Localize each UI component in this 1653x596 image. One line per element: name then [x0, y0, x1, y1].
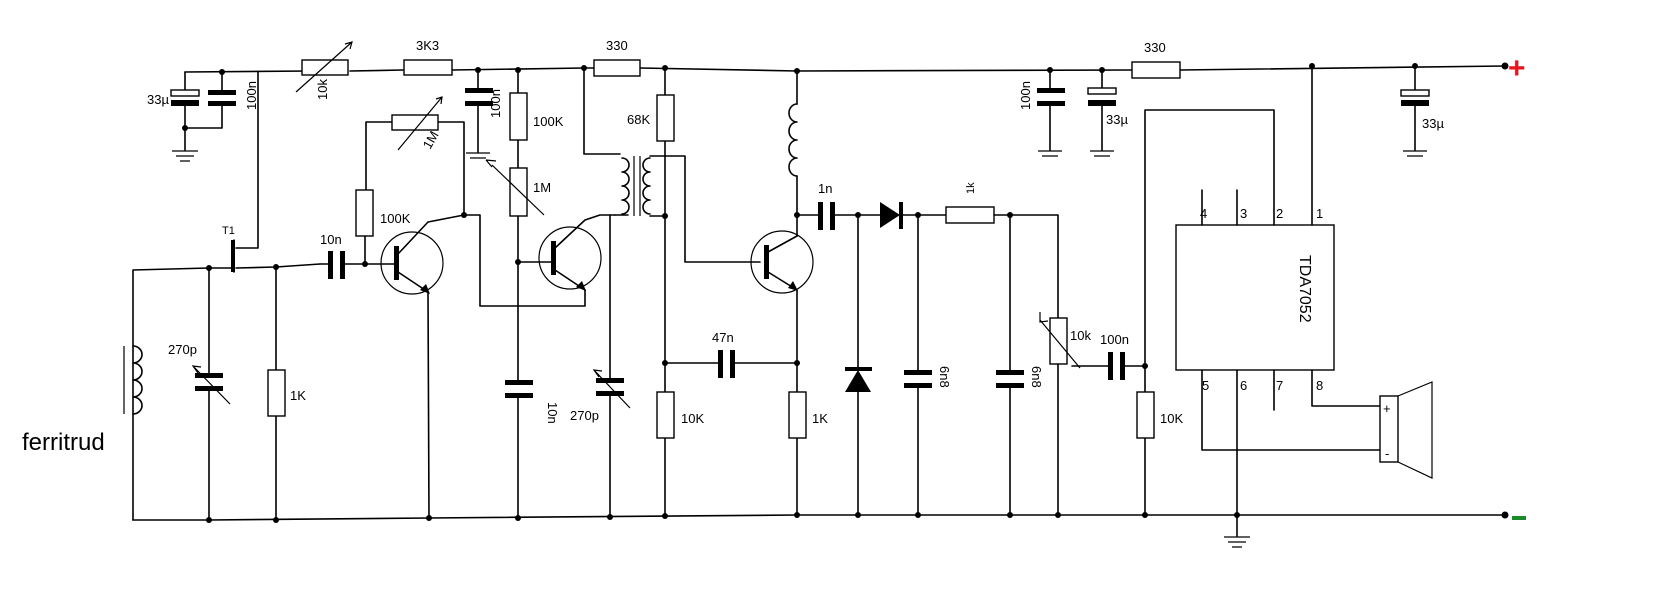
antenna-label: ferritrud	[22, 429, 105, 456]
capacitor-10n-b	[505, 261, 533, 521]
c-33u-b-label: 33µ	[1106, 112, 1128, 127]
decoupling-left	[170, 69, 236, 162]
negative-terminal-mark	[1512, 516, 1526, 520]
r-1k-top-label: 1k	[965, 182, 977, 194]
trimmer-270p-a	[191, 265, 231, 523]
r-100k-a-label: 100K	[533, 114, 564, 129]
positive-terminal-label: +	[1508, 52, 1526, 85]
ic-pin-4: 4	[1200, 206, 1207, 221]
resistor-68k	[656, 65, 675, 517]
ic-name-label: TDA7052	[1296, 255, 1313, 323]
capacitor-100n-d	[1107, 352, 1148, 380]
c-10n-a-label: 10n	[320, 232, 342, 247]
speaker-minus-label: -	[1385, 446, 1389, 461]
ic-pin-6: 6	[1240, 378, 1247, 393]
r-1k-b-label: 1K	[812, 411, 828, 426]
r-1k-a-label: 1K	[290, 388, 306, 403]
r-330-a-label: 330	[606, 38, 628, 53]
r-330-b-label: 330	[1144, 40, 1166, 55]
ic-pin-8: 8	[1316, 378, 1323, 393]
c-33u-a-label: 33µ	[147, 92, 169, 107]
r-100k-b-label: 100K	[380, 211, 411, 226]
decoupling-right-b	[1309, 63, 1430, 157]
capacitor-6n8-a	[904, 212, 932, 518]
r-10k-pot-top-label: 10k	[315, 79, 330, 100]
capacitor-100n-b	[465, 67, 493, 159]
t1-label: T1	[222, 225, 235, 237]
capacitor-6n8-b	[996, 212, 1024, 518]
resistor-3k3	[403, 59, 453, 76]
c-6n8-a-label: 6n8	[937, 366, 952, 388]
ferrite-antenna-coil	[123, 267, 210, 521]
diode-series	[880, 202, 947, 229]
c-47n-label: 47n	[712, 330, 734, 345]
bottom-rail	[132, 514, 1506, 521]
transistor-q3	[750, 230, 814, 516]
resistor-1k-top	[945, 206, 1059, 319]
ic-pin-1: 1	[1316, 206, 1323, 221]
r-3k3-label: 3K3	[416, 38, 439, 53]
speaker-icon	[1379, 381, 1433, 479]
ic-pin-2: 2	[1276, 206, 1283, 221]
pot-1m-a	[365, 96, 465, 216]
r-10k-b-label: 10K	[1160, 411, 1183, 426]
c-100n-a-label: 100n	[244, 81, 259, 110]
resistor-10k-a	[656, 391, 675, 519]
resistor-100k-b	[355, 189, 374, 265]
resistor-330-b	[1131, 61, 1181, 79]
capacitor-47n	[662, 350, 800, 378]
transistor-t1	[208, 239, 321, 273]
resistor-1k-b	[788, 391, 807, 518]
r-68k-label: 68K	[627, 112, 650, 127]
c-1n-label: 1n	[818, 181, 832, 196]
c-270p-a-label: 270p	[168, 342, 197, 357]
c-270p-b-label: 270p	[570, 408, 599, 423]
diode-shunt	[845, 214, 872, 518]
resistor-100k-a	[509, 67, 528, 169]
choke-coil	[788, 68, 800, 237]
pot-10k-volume	[1039, 312, 1109, 518]
c-6n8-b-label: 6n8	[1029, 366, 1044, 388]
transistor-q2	[515, 214, 616, 291]
decoupling-right-a	[1037, 67, 1117, 157]
c-33u-c-label: 33µ	[1422, 116, 1444, 131]
pot-10k-top	[295, 41, 353, 93]
r-10k-a-label: 10K	[681, 411, 704, 426]
capacitor-1n	[796, 202, 881, 230]
r-1m-pot-b-label: 1M	[533, 180, 551, 195]
r-10k-pot-vol-label: 10k	[1070, 328, 1091, 343]
c-10n-b-label: 10n	[545, 402, 560, 424]
top-rail	[184, 65, 1506, 73]
pot-1m-b	[485, 159, 545, 263]
resistor-1k-a	[267, 264, 286, 523]
ic-pin-5: 5	[1202, 378, 1209, 393]
c-100n-c-label: 100n	[1018, 81, 1033, 110]
ic-pin-3: 3	[1240, 206, 1247, 221]
trimmer-270p-b	[592, 214, 631, 520]
ic-tda7052	[1175, 65, 1381, 548]
r-1m-pot-a-label: 1M	[420, 128, 442, 151]
c-100n-d-label: 100n	[1100, 332, 1129, 347]
transistor-q1	[364, 212, 467, 521]
resistor-10k-b	[1136, 109, 1275, 518]
speaker-plus-label: +	[1383, 401, 1391, 416]
c-100n-b-label: 100n	[488, 89, 503, 118]
ic-pin-7: 7	[1276, 378, 1283, 393]
capacitor-10n-a	[319, 251, 368, 279]
